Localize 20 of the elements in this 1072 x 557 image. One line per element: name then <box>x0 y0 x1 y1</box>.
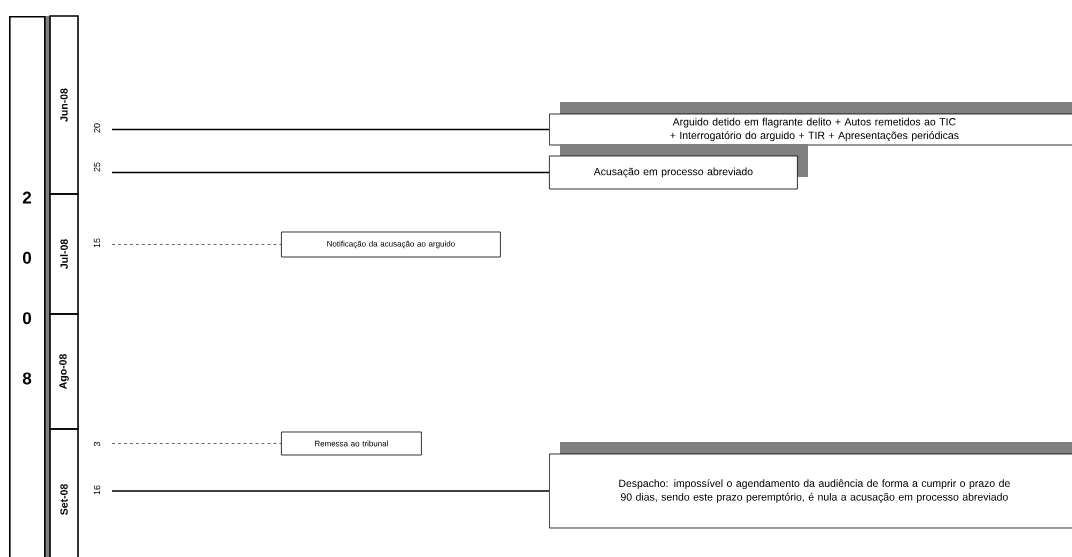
day-label: 20 <box>93 123 101 133</box>
event-box: Arguido detido em flagrante delito + Autos remetidos ao TIC + Interrogatório do arguido + TIR + Apresentações periódicas <box>549 102 1072 146</box>
event-box: Despacho: impossível o agendamento da audiência de forma a cumprir o prazo de 90 dias, sendo este prazo peremptório, é nula a acusação em processo abreviado <box>549 442 1072 529</box>
day-label: 3 <box>93 441 101 447</box>
node-label: Arguido detido em flagrante delito + Autos remetidos ao TIC + Interrogatório do arguido + TIR + Apresentações periódicas <box>670 117 959 142</box>
day-label: 16 <box>93 485 101 495</box>
year-box: 2 0 0 8 <box>9 16 46 557</box>
timeline-line <box>111 443 282 444</box>
event-box: Acusação em processo abreviado <box>549 144 808 190</box>
timeline-line <box>111 128 550 131</box>
timeline-line <box>111 171 550 174</box>
month-box: Ago-08 <box>49 313 79 430</box>
timeline-line <box>111 490 550 492</box>
month-box: Set-08 <box>49 428 79 557</box>
day-label: 25 <box>93 162 101 172</box>
month-box: Jul-08 <box>49 193 79 315</box>
month-box: Jun-08 <box>49 15 79 195</box>
day-label: 15 <box>93 238 101 248</box>
timeline-line <box>111 244 282 245</box>
node-label: Despacho: impossível o agendamento da audiência de forma a cumprir o prazo de 90 dias, sendo este prazo peremptório, é nula a acusação em processo abreviado <box>619 479 1010 503</box>
